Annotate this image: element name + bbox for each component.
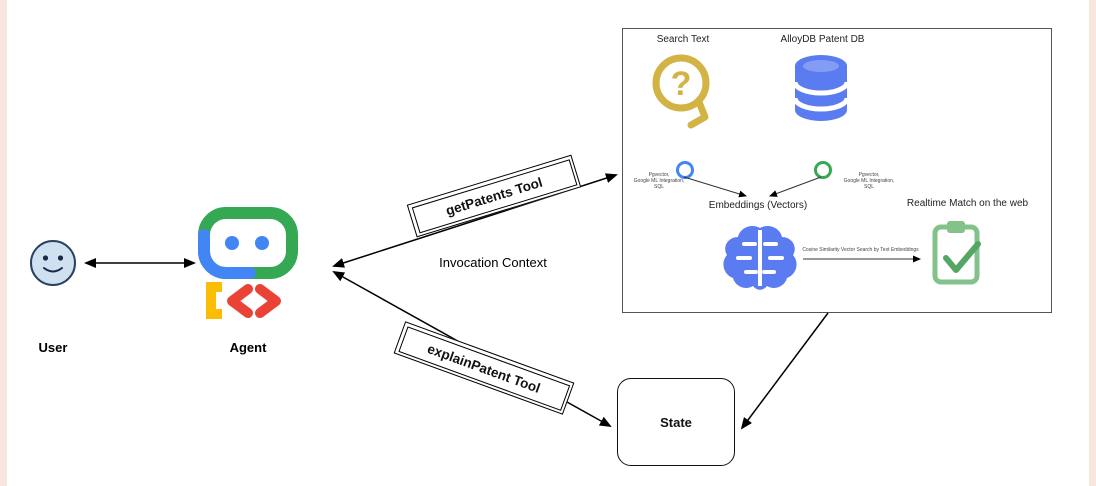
- left-circle-caption-line3: SQL: [653, 184, 664, 190]
- agent-robot-icon: [198, 205, 298, 320]
- invocation-context-label: Invocation Context: [439, 255, 547, 270]
- user-face-icon: [28, 238, 78, 288]
- page-edge-left: [0, 0, 7, 486]
- left-circle-caption-line1: Pgvector,: [648, 172, 670, 178]
- left-circle-caption-line2: Google ML Integration,: [633, 178, 685, 184]
- right-circle-caption: Pgvector, Google ML Integration, SQL: [838, 172, 900, 190]
- state-label: State: [660, 414, 692, 430]
- user-label: User: [38, 340, 68, 355]
- getpatents-tool-text: getPatents Tool: [443, 174, 545, 218]
- search-head-icon: ?: [648, 50, 718, 130]
- realtime-match-label: Realtime Match on the web: [906, 198, 1029, 209]
- clipboard-check-icon: [928, 218, 986, 288]
- page-edge-right: [1089, 0, 1096, 486]
- cosine-caption: Cosine Similarity Vector Search by Text …: [802, 247, 919, 253]
- explainpatent-tool-label: explainPatent Tool: [393, 321, 575, 415]
- state-box: State: [617, 378, 735, 466]
- search-text-label: Search Text: [656, 34, 710, 45]
- getpatents-tool-label: getPatents Tool: [406, 154, 582, 238]
- right-circle-caption-line2: Google ML Integration,: [843, 178, 895, 184]
- alloydb-label: AlloyDB Patent DB: [780, 34, 865, 45]
- embeddings-label: Embeddings (Vectors): [708, 200, 808, 211]
- arrow-panel-state: [740, 312, 829, 430]
- brain-embeddings-icon: [720, 222, 800, 292]
- embedding-node-green-circle: [814, 161, 832, 179]
- left-circle-caption: Pgvector, Google ML Integration, SQL: [630, 172, 688, 190]
- svg-text:?: ?: [671, 65, 692, 103]
- right-circle-caption-line3: SQL: [863, 184, 874, 190]
- agent-label: Agent: [229, 340, 267, 355]
- right-circle-caption-line1: Pgvector,: [858, 172, 880, 178]
- explainpatent-tool-text: explainPatent Tool: [425, 340, 543, 396]
- database-icon: [790, 52, 852, 124]
